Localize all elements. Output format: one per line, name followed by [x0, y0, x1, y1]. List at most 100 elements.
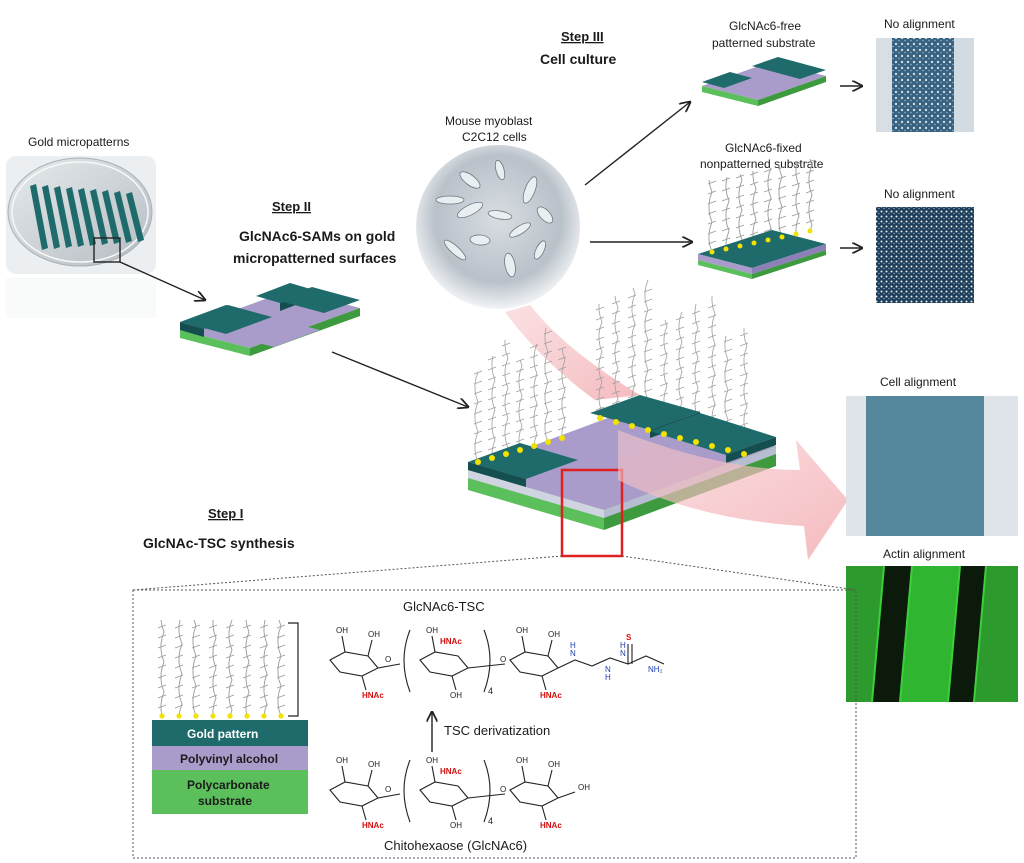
glycan-branch [259, 674, 269, 679]
glycan-branch [707, 240, 717, 245]
glycan-branch [707, 394, 717, 399]
glycan-branch [191, 634, 201, 639]
glycan-branch [739, 372, 749, 377]
dotted-connector-right [621, 555, 857, 591]
svg-text:N: N [620, 649, 626, 658]
fixed-substrate [698, 158, 826, 279]
glycan-branch [501, 392, 511, 397]
no-alignment-2-label: No alignment [884, 187, 955, 201]
glycan-chain [778, 164, 783, 238]
svg-text:OH: OH [516, 626, 528, 635]
glycan-branch [191, 704, 201, 709]
main-substrate [468, 279, 776, 558]
glycan-branch [595, 346, 605, 351]
glycan-branch [749, 171, 759, 176]
gold-micropatterns-photo [6, 156, 156, 274]
glycan-branch [611, 380, 621, 385]
gold-anchor-dot [193, 713, 199, 719]
layer-gold-label: Gold pattern [187, 727, 258, 741]
glycan-chain [491, 355, 496, 458]
glycan-branch [529, 394, 539, 399]
glycan-branch [543, 340, 553, 345]
svg-text:OH: OH [426, 626, 438, 635]
glycan-branch [515, 368, 525, 373]
glycan-branch [691, 380, 701, 385]
gold-anchor-dot [709, 443, 715, 449]
glycan-branch [691, 350, 701, 355]
glycan-branch [529, 424, 539, 429]
glycan-branch [721, 227, 731, 232]
gold-anchor-dot [765, 237, 771, 243]
glycan-branch [208, 664, 218, 669]
chitohexaose-label: Chitohexaose (GlcNAc6) [384, 838, 527, 853]
subscript-4a: 4 [488, 686, 493, 696]
glycan-branch [691, 310, 701, 315]
glycan-chain [474, 371, 479, 463]
glycan-branch [763, 208, 773, 213]
glycan-branch [739, 362, 749, 367]
glycan-branch [595, 356, 605, 361]
gold-anchor-dot [210, 713, 216, 719]
glycan-branch [515, 358, 525, 363]
glycan-branch [487, 366, 497, 371]
glycan-branch [473, 410, 483, 415]
glycan-branch [259, 694, 269, 699]
glycan-branch [691, 360, 701, 365]
svg-text:OH: OH [368, 630, 380, 639]
glycan-branch [763, 198, 773, 203]
gold-anchor-dot [597, 415, 603, 421]
cell-alignment-label: Cell alignment [880, 375, 957, 389]
glycan-branch [557, 376, 567, 381]
step3-title: Step III [561, 29, 604, 44]
glycan-branch [791, 212, 801, 217]
glycan-branch [735, 204, 745, 209]
glycan-branch [735, 174, 745, 179]
glycan-branch [225, 694, 235, 699]
glycan-branch [473, 400, 483, 405]
glycan-branch [276, 654, 286, 659]
glycan-branch [675, 386, 685, 391]
glycan-branch [242, 664, 252, 669]
step1-subtitle: GlcNAc-TSC synthesis [143, 535, 295, 551]
gold-anchor-dot [517, 447, 523, 453]
glycan-branch [749, 201, 759, 206]
glycan-branch [174, 704, 184, 709]
glycan-branch [487, 446, 497, 451]
glycan-branch [675, 396, 685, 401]
actin-alignment-image [846, 565, 1018, 703]
svg-text:OH: OH [336, 756, 348, 765]
glycan-branch [157, 634, 167, 639]
glycan-branch [707, 230, 717, 235]
gold-anchor-dot [779, 234, 785, 240]
glycan-branch [157, 694, 167, 699]
glycan-branch [208, 684, 218, 689]
glycan-branch [691, 370, 701, 375]
step2-subtitle-line2: micropatterned surfaces [233, 250, 397, 266]
tsc-structure [329, 629, 665, 693]
chitohexaose-labels: OH OH O HNAc OH HNAc OH O OH OH HNAc OH … [336, 756, 590, 830]
glycan-branch [208, 634, 218, 639]
svg-text:OH: OH [450, 691, 462, 700]
glycan-branch [739, 382, 749, 387]
cell-shape [509, 222, 531, 238]
cell-shape [456, 201, 484, 219]
glycan-branch [595, 336, 605, 341]
glycan-branch [259, 664, 269, 669]
glycan-branch [777, 215, 787, 220]
glycan-branch [777, 185, 787, 190]
glycan-chain [263, 619, 268, 717]
glycan-branch [791, 222, 801, 227]
glycan-branch [805, 209, 815, 214]
glycan-branch [473, 450, 483, 455]
glycan-branch [721, 207, 731, 212]
cell-shape [487, 210, 513, 220]
glycan-branch [543, 390, 553, 395]
glycan-branch [191, 624, 201, 629]
gold-anchor-dot [503, 451, 509, 457]
glycan-branch [487, 396, 497, 401]
glycan-branch [763, 168, 773, 173]
glycan-branch [659, 332, 669, 337]
glycan-branch [627, 364, 637, 369]
gold-anchor-dot [751, 240, 757, 246]
svg-text:OH: OH [426, 756, 438, 765]
